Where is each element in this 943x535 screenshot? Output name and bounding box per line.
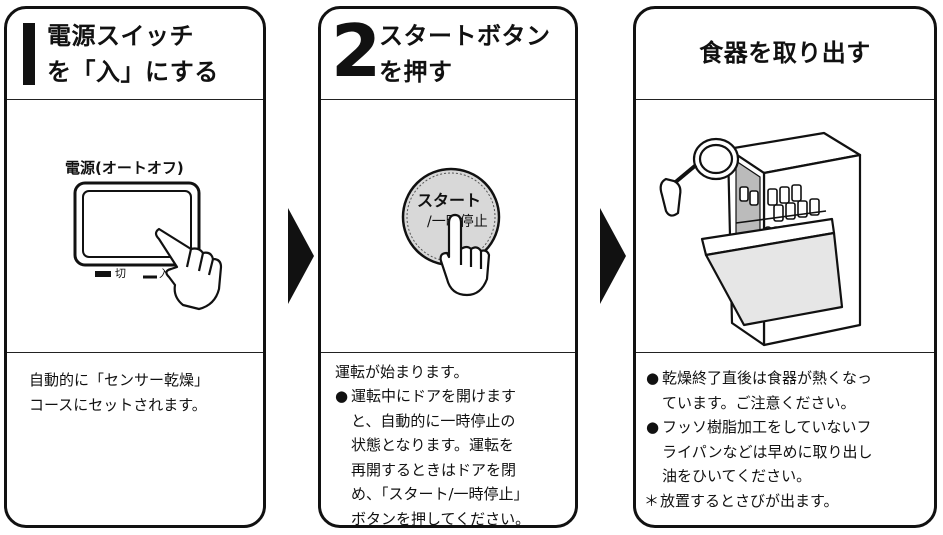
step2-bullet-line: 再開するときはドアを閉 bbox=[351, 460, 517, 479]
step3-bullet2: フッソ樹脂加工をしていないフ ライパンなどは早めに取り出し 油をひいてください。 bbox=[662, 415, 872, 489]
step3-bullet2-line: ライパンなどは早めに取り出し bbox=[662, 442, 873, 461]
step2-figure: スタート /一時停止 bbox=[321, 99, 575, 353]
switch-off-label: 切 bbox=[115, 267, 126, 280]
step2-panel: 2 スタートボタン を押す スタート /一時停止 運転が始まります。 ● 運転中… bbox=[318, 6, 578, 528]
pointing-hand-icon bbox=[154, 227, 223, 311]
step3-bullet1-marker: ● bbox=[646, 369, 660, 387]
step3-bullet1-line: ています。ご注意ください。 bbox=[662, 393, 856, 412]
step1-number-1 bbox=[23, 23, 35, 85]
step2-bullet-line: と、自動的に一時停止の bbox=[351, 411, 516, 430]
step2-bullet-line: ボタンを押してください。 bbox=[351, 509, 531, 528]
step3-panel: 食器を取り出す bbox=[633, 6, 937, 528]
step3-text: ● 乾燥終了直後は食器が熱くなっ ています。ご注意ください。 ● フッソ樹脂加工… bbox=[636, 352, 934, 525]
step2-title-line1: スタートボタン bbox=[379, 22, 551, 50]
step2-bullet-line: 状態となります。運転を bbox=[351, 436, 515, 454]
step3-bullet1-line: 乾燥終了直後は食器が熱くなっ bbox=[662, 369, 873, 387]
power-label: 電源(オートオフ) bbox=[65, 159, 184, 177]
power-switch-illustration bbox=[73, 181, 223, 311]
step1-description-line2: コースにセットされます。 bbox=[29, 395, 207, 414]
dishwasher-illustration bbox=[659, 131, 862, 347]
step2-bullet-line: 運転中にドアを開けます bbox=[351, 387, 517, 405]
step3-figure bbox=[636, 99, 934, 353]
step3-note-marker: ＊ bbox=[644, 492, 660, 510]
switch-on-label: 入 bbox=[159, 267, 170, 280]
step3-header: 食器を取り出す bbox=[636, 9, 934, 100]
step2-bullet-marker: ● bbox=[335, 387, 349, 405]
step1-text: 自動的に「センサー乾燥」 コースにセットされます。 bbox=[7, 352, 263, 525]
step3-bullet2-marker: ● bbox=[646, 418, 660, 436]
step3-bullet1: 乾燥終了直後は食器が熱くなっ ています。ご注意ください。 bbox=[662, 366, 872, 415]
next-arrow-icon bbox=[600, 208, 626, 304]
step2-header: 2 スタートボタン を押す bbox=[321, 9, 575, 100]
step2-title-line2: を押す bbox=[379, 58, 453, 86]
step3-note: 放置するとさびが出ます。 bbox=[660, 492, 839, 510]
step3-bullet2-line: 油をひいてください。 bbox=[662, 467, 812, 485]
step1-header: 電源スイッチ を「入」にする bbox=[7, 9, 263, 100]
step1-title-line2: を「入」にする bbox=[47, 58, 219, 86]
step2-bullet-line: め、「スタート/一時停止」 bbox=[351, 485, 529, 503]
next-arrow-icon bbox=[288, 208, 314, 304]
step1-description: 自動的に「センサー乾燥」 コースにセットされます。 bbox=[29, 368, 209, 417]
step1-figure: 電源(オートオフ) 切 入 bbox=[7, 99, 263, 353]
step3-bullet2-line: フッソ樹脂加工をしていないフ bbox=[662, 418, 872, 436]
start-button-text-line1: スタート bbox=[417, 191, 482, 210]
step2-lead: 運転が始まります。 bbox=[335, 363, 469, 381]
step2-text: 運転が始まります。 ● 運転中にドアを開けます と、自動的に一時停止の 状態とな… bbox=[321, 352, 575, 525]
step2-number: 2 bbox=[331, 9, 382, 93]
step1-title-line1: 電源スイッチ bbox=[47, 22, 194, 50]
step3-title: 食器を取り出す bbox=[699, 39, 871, 67]
step1-description-line1: 自動的に「センサー乾燥」 bbox=[29, 371, 210, 389]
step1-panel: 電源スイッチ を「入」にする 電源(オートオフ) 切 入 自動的に「センサー乾燥… bbox=[4, 6, 266, 528]
pressing-hand-icon bbox=[439, 213, 491, 297]
step2-bullet: 運転中にドアを開けます と、自動的に一時停止の 状態となります。運転を 再開する… bbox=[351, 384, 531, 528]
